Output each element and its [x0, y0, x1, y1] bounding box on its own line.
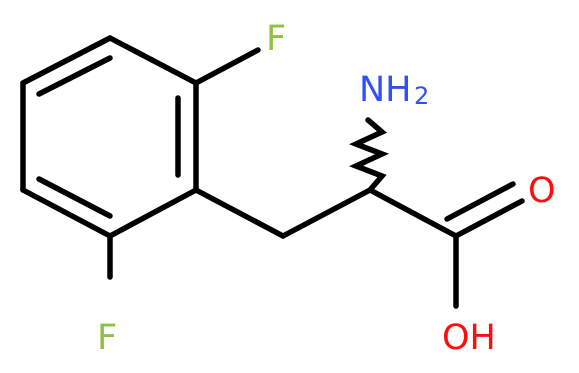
ring-ch2-bond: [193, 187, 286, 239]
fluorine-bottom-label: F: [97, 318, 117, 358]
c-n-wavy-bond: [348, 117, 390, 193]
ring-bond-bottom-right: [107, 187, 199, 239]
amine-subscript: 2: [414, 82, 429, 110]
ring-bond-top: [20, 35, 113, 86]
ring-bond-top-inner: [36, 55, 113, 97]
ch2-calpha-bond: [280, 187, 373, 239]
hydroxyl-label: OH: [442, 318, 496, 358]
amine-label: NH: [359, 70, 412, 110]
benzene-ring: [20, 35, 199, 239]
fluorine-top-label: F: [266, 19, 286, 59]
ring-bond-bottom-left: [20, 187, 113, 239]
ring-bond-bottom-inner: [36, 176, 113, 219]
calpha-carboxyl-bond: [367, 187, 459, 239]
c-o-double-bond-1: [453, 198, 525, 239]
ring-bond-top-right: [107, 35, 199, 86]
c-o-double-bond-2: [444, 181, 516, 222]
carbonyl-oxygen-label: O: [528, 171, 556, 211]
c-f-bond-top: [193, 47, 261, 86]
